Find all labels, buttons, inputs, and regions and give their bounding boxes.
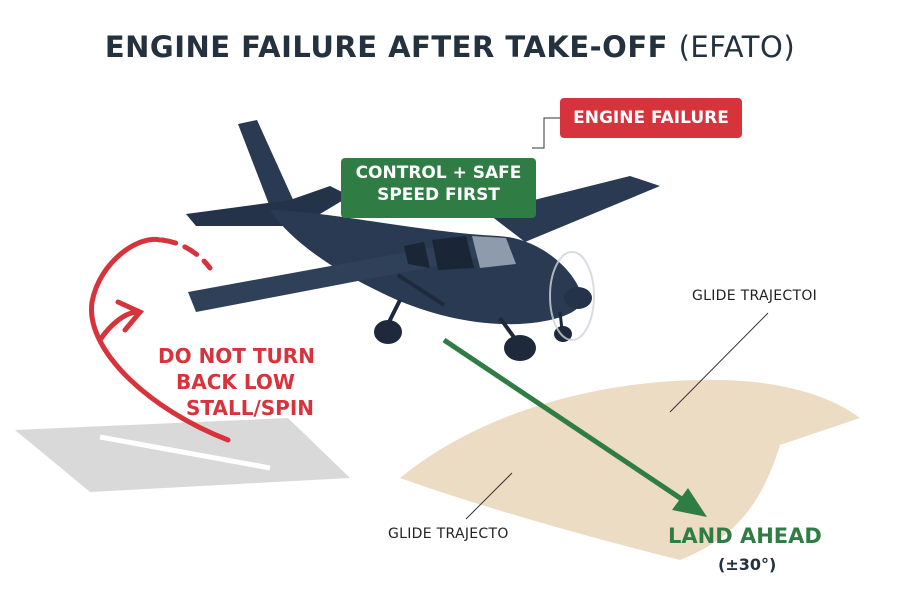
land-ahead-angle: (±30°) <box>718 555 777 574</box>
runway <box>15 418 350 492</box>
control-callout-line1: CONTROL + SAFE <box>355 163 522 183</box>
turn-back-arrow <box>89 236 231 443</box>
title-main: ENGINE FAILURE AFTER TAKE-OFF <box>104 30 668 64</box>
land-ahead-arrow <box>442 337 707 517</box>
land-ahead-label: LAND AHEAD <box>668 524 822 548</box>
warning-line3: STALL/SPIN <box>186 396 315 420</box>
glide-leader-lower <box>465 472 513 520</box>
page-title: ENGINE FAILURE AFTER TAKE-OFF (EFATO) <box>0 30 900 64</box>
engine-failure-leader <box>532 117 560 149</box>
warning-line1: DO NOT TURN <box>158 344 315 368</box>
glide-label-lower: GLIDE TRAJECTO <box>388 526 509 542</box>
glide-leader-upper <box>669 312 769 413</box>
landing-area <box>400 379 860 560</box>
title-paren: (EFATO) <box>678 30 796 64</box>
control-speed-callout: CONTROL + SAFE SPEED FIRST <box>341 158 536 218</box>
glide-label-upper: GLIDE TRAJECTOI <box>692 288 818 304</box>
engine-failure-callout: ENGINE FAILURE <box>560 98 742 138</box>
aircraft-illustration <box>186 120 660 361</box>
warning-line2: BACK LOW <box>176 370 295 394</box>
control-callout-line2: SPEED FIRST <box>377 185 500 206</box>
